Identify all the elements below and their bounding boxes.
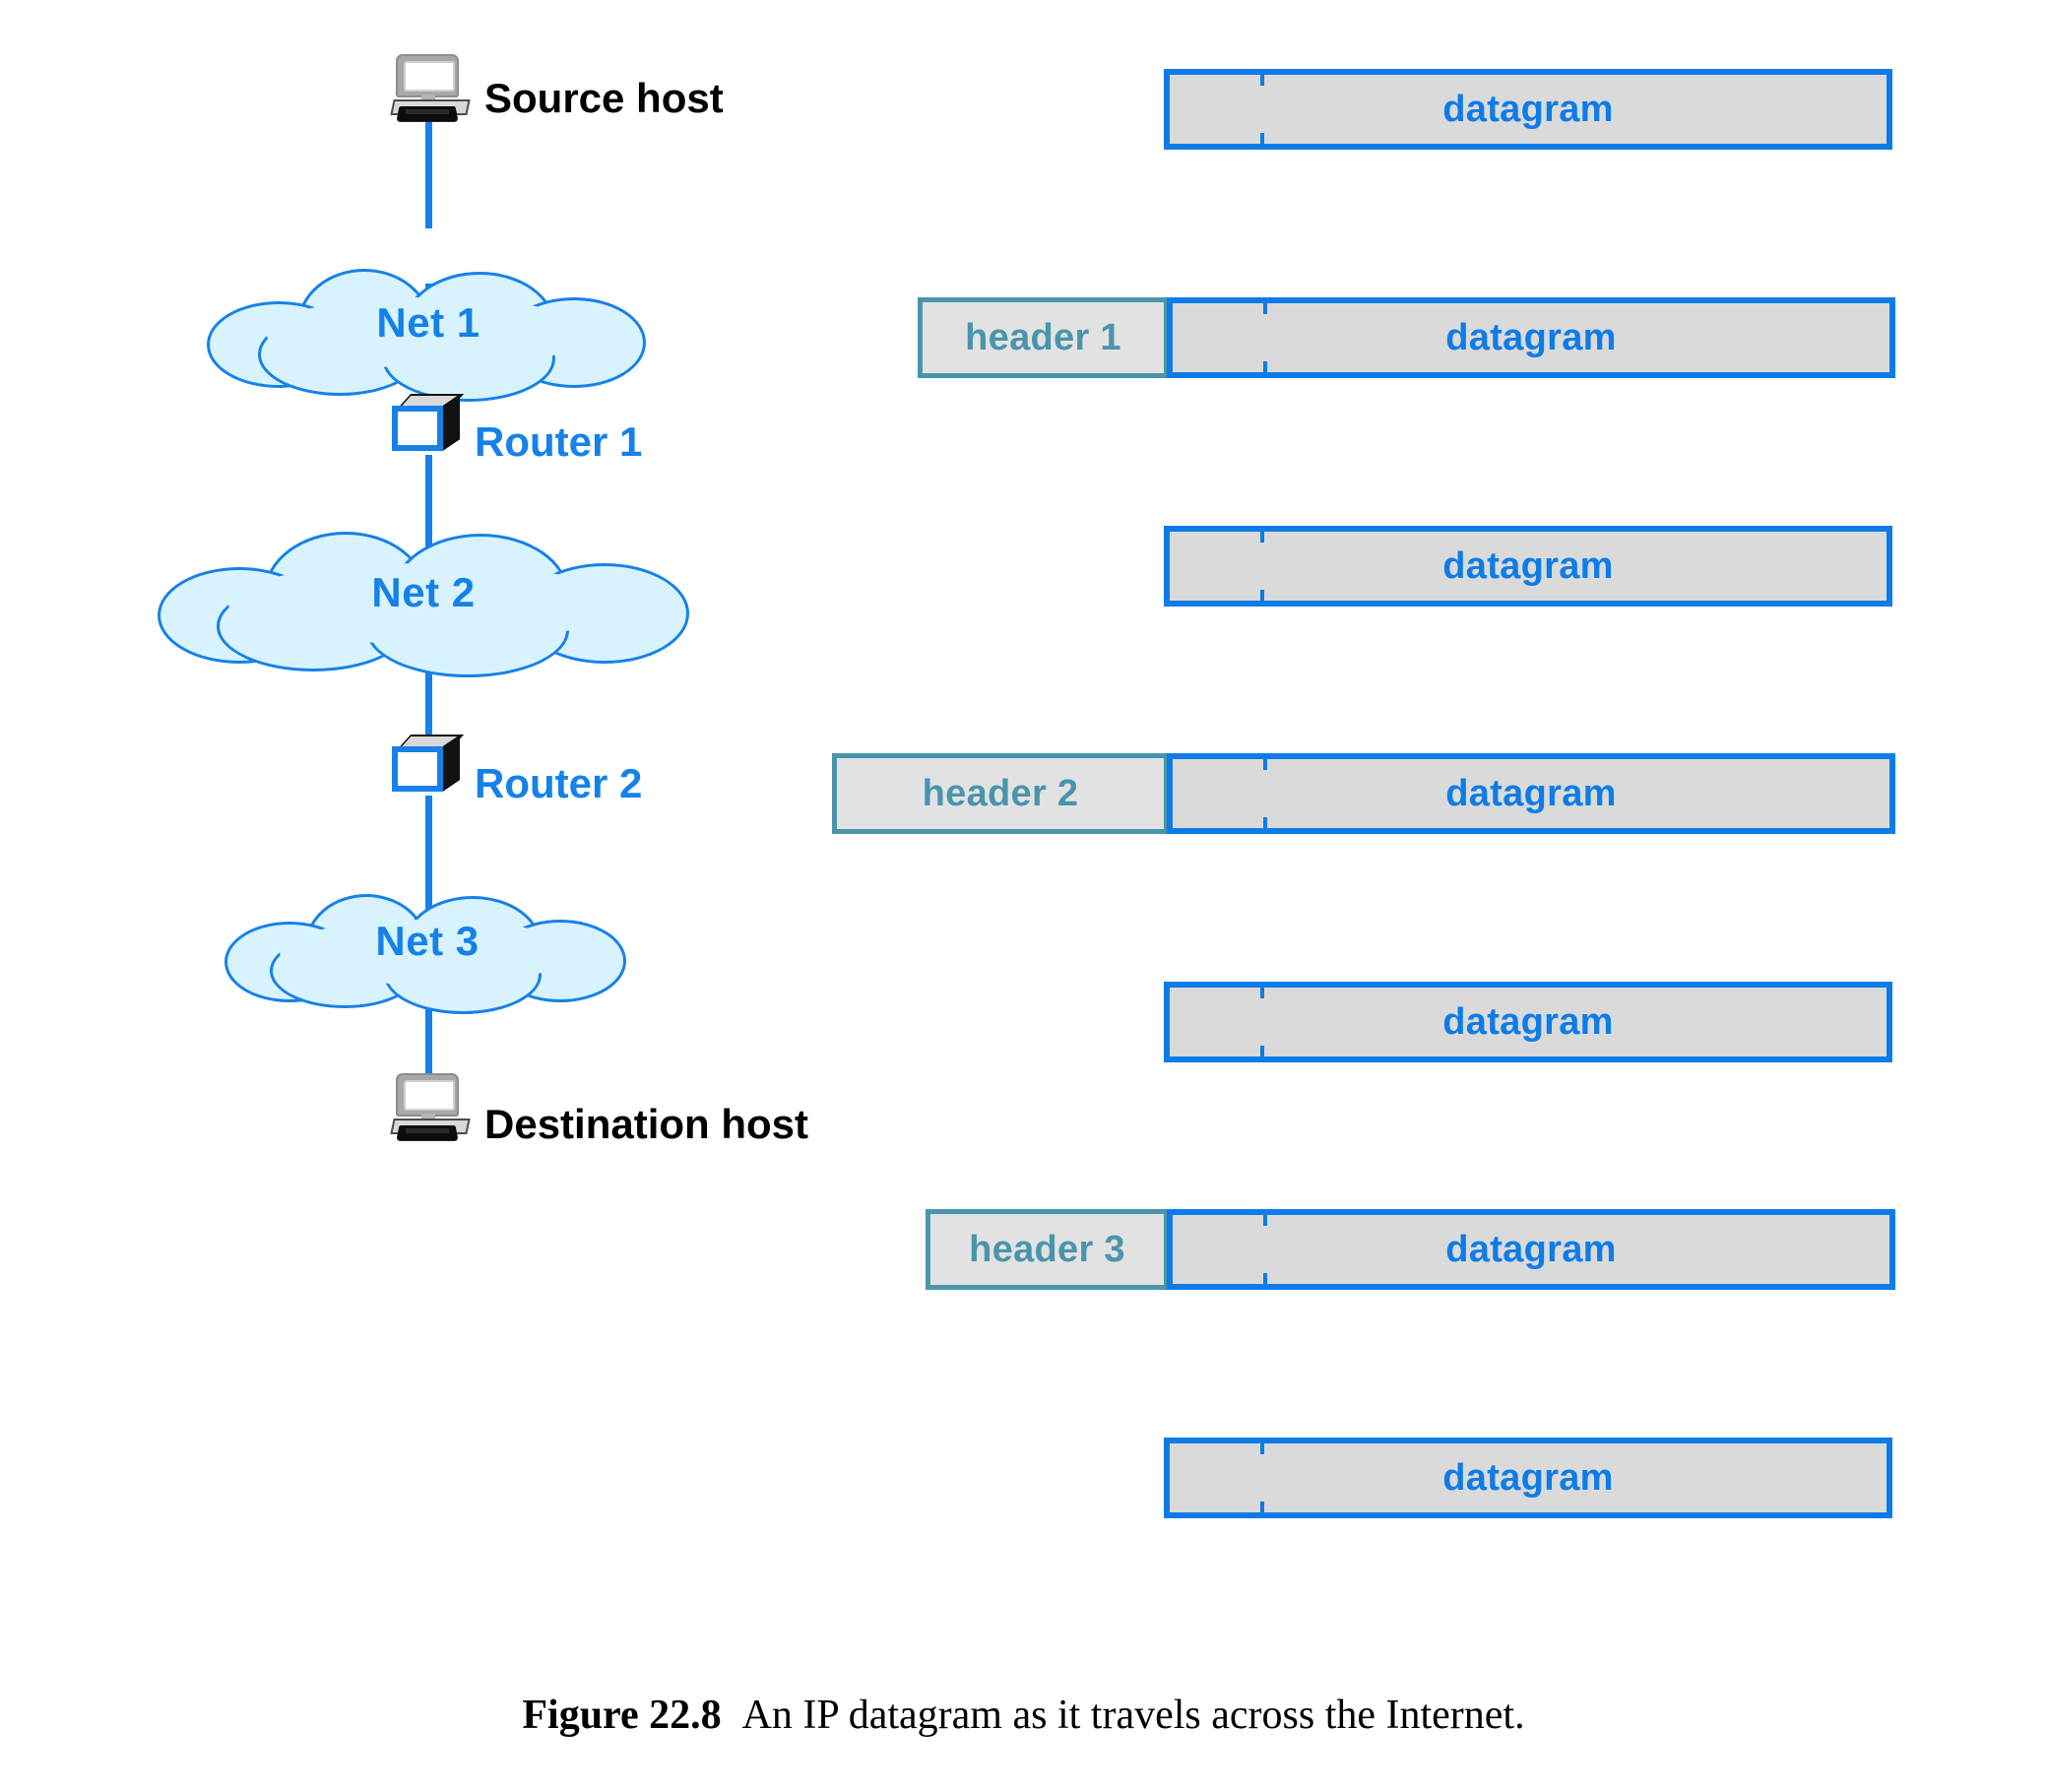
header-box: header 3 [926, 1209, 1169, 1290]
link-source-to-net1 [425, 120, 432, 228]
datagram-box: datagram [1164, 1438, 1892, 1518]
keyboard-keys [406, 109, 449, 114]
boundary-tick-icon [1260, 1502, 1264, 1512]
datagram-box: datagram [1164, 526, 1892, 607]
packet-row: header 2 datagram [832, 753, 1895, 834]
router-2-icon [390, 735, 467, 800]
cube-front-face [392, 406, 443, 451]
cube-side-face [443, 394, 460, 451]
datagram-box: datagram [1164, 69, 1892, 150]
boundary-tick-icon [1263, 1215, 1267, 1226]
cloud-core [280, 920, 575, 985]
packet-row: datagram [1164, 1438, 1892, 1518]
link-router2-to-net3 [425, 796, 432, 916]
boundary-tick-icon [1263, 361, 1267, 372]
destination-host-icon [390, 1073, 471, 1142]
datagram-box: datagram [1167, 297, 1895, 378]
header-box: header 2 [832, 753, 1169, 834]
boundary-tick-icon [1260, 988, 1264, 998]
datagram-label: datagram [1445, 1228, 1617, 1270]
net-2-label: Net 2 [371, 569, 476, 615]
boundary-tick-icon [1260, 1046, 1264, 1056]
monitor-screen [404, 61, 455, 92]
net-3-cloud: Net 3 [224, 894, 630, 1014]
link-net2-to-router2 [425, 630, 432, 748]
cube-side-face [443, 735, 460, 792]
packet-row: datagram [1164, 982, 1892, 1062]
datagram-label: datagram [1442, 1000, 1614, 1043]
datagram-box: datagram [1167, 753, 1895, 834]
header-label: header 3 [969, 1228, 1125, 1270]
router-1-icon [390, 394, 467, 459]
boundary-tick-icon [1260, 133, 1264, 144]
monitor-neck [421, 1114, 435, 1122]
datagram-label: datagram [1442, 1456, 1614, 1499]
header-label: header 1 [965, 316, 1121, 358]
cloud-core [228, 563, 618, 644]
link-net3-to-destination [425, 970, 432, 1078]
figure-number: Figure 22.8 [522, 1693, 722, 1738]
boundary-tick-icon [1263, 303, 1267, 314]
link-router1-to-net2 [425, 455, 432, 573]
boundary-tick-icon [1260, 1443, 1264, 1454]
net-3-label: Net 3 [375, 918, 480, 964]
destination-host-label: Destination host [484, 1101, 809, 1147]
datagram-label: datagram [1442, 544, 1614, 587]
router-2-label: Router 2 [475, 760, 643, 806]
net-1-label: Net 1 [376, 299, 480, 346]
net-2-cloud: Net 2 [158, 532, 689, 677]
packet-row: header 3 datagram [926, 1209, 1895, 1290]
monitor-neck [421, 95, 435, 103]
datagram-label: datagram [1445, 772, 1617, 814]
network-topology-diagram: Source host Net 1 Router 1 [0, 0, 886, 1595]
keyboard-keys [406, 1128, 449, 1133]
figure-caption: Figure 22.8 An IP datagram as it travels… [0, 1692, 2047, 1739]
router-1-label: Router 1 [475, 418, 643, 465]
packet-row: header 1 datagram [918, 297, 1895, 378]
boundary-tick-icon [1260, 532, 1264, 543]
figure-caption-text: An IP datagram as it travels across the … [741, 1693, 1525, 1738]
boundary-tick-icon [1263, 1273, 1267, 1284]
boundary-tick-icon [1263, 759, 1267, 770]
datagram-label: datagram [1445, 316, 1617, 358]
packet-row: datagram [1164, 69, 1892, 150]
cloud-core [266, 297, 591, 368]
source-host-label: Source host [484, 75, 724, 121]
net-1-cloud: Net 1 [207, 269, 650, 402]
source-host-icon [390, 54, 471, 123]
header-label: header 2 [922, 772, 1079, 814]
header-box: header 1 [918, 297, 1169, 378]
boundary-tick-icon [1260, 75, 1264, 86]
datagram-box: datagram [1164, 982, 1892, 1062]
datagram-box: datagram [1167, 1209, 1895, 1290]
boundary-tick-icon [1260, 590, 1264, 601]
packet-row: datagram [1164, 526, 1892, 607]
cube-front-face [392, 746, 443, 792]
boundary-tick-icon [1263, 817, 1267, 828]
monitor-screen [404, 1080, 455, 1111]
datagram-label: datagram [1442, 88, 1614, 130]
